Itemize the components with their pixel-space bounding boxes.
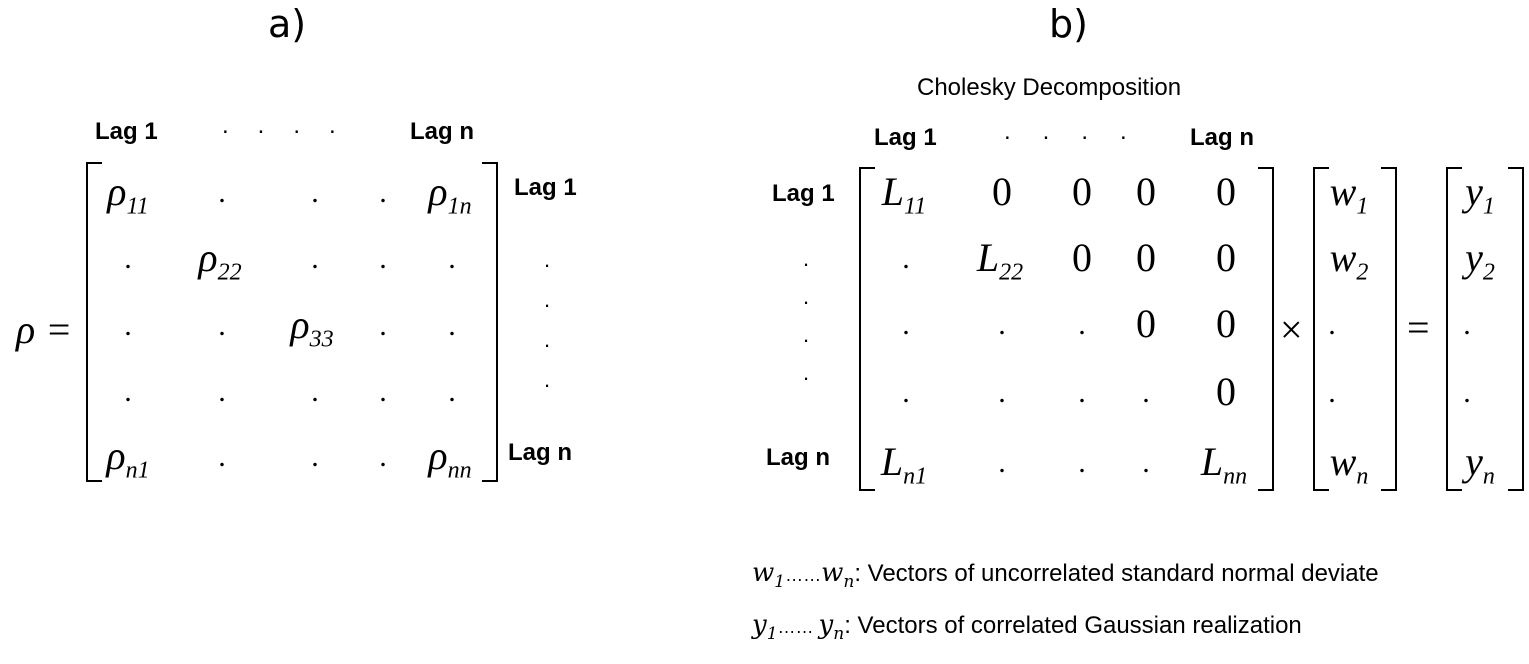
dot: . <box>448 242 456 275</box>
panel-b-col-header-ellipsis: .... <box>1004 118 1159 145</box>
entry-l-nn: Lnn <box>1200 439 1248 490</box>
dot: . <box>902 242 910 275</box>
zero: 0 <box>1136 169 1156 214</box>
panel-b-row-header-lag-n: Lag n <box>766 444 830 471</box>
panel-b-row-header-ellipsis: .... <box>803 246 810 385</box>
panel-a-label: a) <box>268 2 307 46</box>
zero: 0 <box>1216 235 1236 280</box>
dot: . <box>311 440 319 473</box>
dot: . <box>1078 446 1086 479</box>
dot: . <box>379 176 387 209</box>
dot: . <box>448 309 456 342</box>
zero: 0 <box>1072 169 1092 214</box>
legend-w-dots: …… <box>785 565 822 585</box>
equals-sign: = <box>1407 305 1430 350</box>
zero: 0 <box>1216 369 1236 414</box>
dot: . <box>379 375 387 408</box>
dot: . <box>1078 308 1086 341</box>
entry-y-n: yn <box>1465 439 1495 490</box>
entry-l-n1: Ln1 <box>880 439 928 490</box>
dot: . <box>379 309 387 342</box>
dot: . <box>1328 308 1336 341</box>
dot: . <box>1463 308 1471 341</box>
entry-rho-1n: ρ1n <box>428 169 472 220</box>
y-vector-right-bracket <box>1508 167 1524 491</box>
panel-a-row-header-ellipsis: .... <box>544 247 551 392</box>
y-vector-left-bracket <box>1446 167 1462 491</box>
legend-y: y1…… yn: Vectors of correlated Gaussian … <box>752 610 1302 644</box>
dot: . <box>998 308 1006 341</box>
panel-b-col-header-lag-1: Lag 1 <box>874 124 937 151</box>
panel-a-left-bracket <box>86 162 102 482</box>
zero: 0 <box>1216 301 1236 346</box>
entry-rho-33: ρ33 <box>290 302 334 353</box>
zero: 0 <box>1136 301 1156 346</box>
entry-rho-22: ρ22 <box>198 235 242 286</box>
entry-y-1: y1 <box>1465 169 1495 220</box>
entry-l-22: L22 <box>976 235 1024 286</box>
legend-y-start: y1 <box>752 610 778 645</box>
panel-b-title: Cholesky Decomposition <box>917 74 1182 101</box>
dot: . <box>311 242 319 275</box>
l-matrix-right-bracket <box>1258 167 1274 491</box>
dot: . <box>902 376 910 409</box>
times-sign: × <box>1280 307 1303 352</box>
dot: . <box>1142 376 1150 409</box>
dot: . <box>218 176 226 209</box>
entry-rho-11: ρ11 <box>107 169 149 220</box>
dot: . <box>998 446 1006 479</box>
w-vector-left-bracket <box>1313 167 1329 491</box>
panel-a-col-header-ellipsis: .... <box>222 112 365 139</box>
panel-b-row-header-lag-1: Lag 1 <box>772 180 835 207</box>
legend-w-end: wn <box>821 558 855 593</box>
entry-rho-n1: ρn1 <box>106 433 150 484</box>
dot: . <box>998 376 1006 409</box>
dot: . <box>311 176 319 209</box>
panel-a-row-header-lag-1: Lag 1 <box>514 174 577 201</box>
panel-a-right-bracket <box>482 162 498 482</box>
dot: . <box>218 375 226 408</box>
legend-w-text: : Vectors of uncorrelated standard norma… <box>854 560 1379 587</box>
entry-w-n: wn <box>1329 439 1369 490</box>
panel-a-col-header-lag-1: Lag 1 <box>95 118 158 145</box>
dot: . <box>218 309 226 342</box>
dot: . <box>124 242 132 275</box>
zero: 0 <box>1216 169 1236 214</box>
dot: . <box>1078 376 1086 409</box>
entry-w-2: w2 <box>1329 235 1369 286</box>
legend-w: w1……wn: Vectors of uncorrelated standard… <box>752 558 1379 592</box>
dot: . <box>1463 376 1471 409</box>
legend-y-dots: …… <box>777 617 819 637</box>
l-matrix-left-bracket <box>859 167 875 491</box>
dot: . <box>1328 376 1336 409</box>
dot: . <box>902 308 910 341</box>
legend-y-text: : Vectors of correlated Gaussian realiza… <box>844 612 1302 639</box>
entry-rho-nn: ρnn <box>428 433 472 484</box>
zero: 0 <box>1136 235 1156 280</box>
dot: . <box>1142 446 1150 479</box>
dot: . <box>124 375 132 408</box>
entry-l-11: L11 <box>881 169 927 220</box>
entry-w-1: w1 <box>1329 169 1369 220</box>
dot: . <box>124 309 132 342</box>
panel-b-label: b) <box>1049 2 1088 46</box>
legend-w-start: w1 <box>752 558 786 593</box>
dot: . <box>448 375 456 408</box>
rho-equals-label: ρ = <box>16 307 73 352</box>
legend-y-end: yn <box>818 610 845 645</box>
panel-b-col-header-lag-n: Lag n <box>1190 124 1254 151</box>
w-vector-right-bracket <box>1381 167 1397 491</box>
dot: . <box>379 242 387 275</box>
zero: 0 <box>1072 235 1092 280</box>
dot: . <box>311 375 319 408</box>
entry-y-2: y2 <box>1465 235 1495 286</box>
panel-a-col-header-lag-n: Lag n <box>410 118 474 145</box>
panel-a-row-header-lag-n: Lag n <box>508 439 572 466</box>
zero: 0 <box>992 169 1012 214</box>
dot: . <box>218 440 226 473</box>
dot: . <box>379 440 387 473</box>
